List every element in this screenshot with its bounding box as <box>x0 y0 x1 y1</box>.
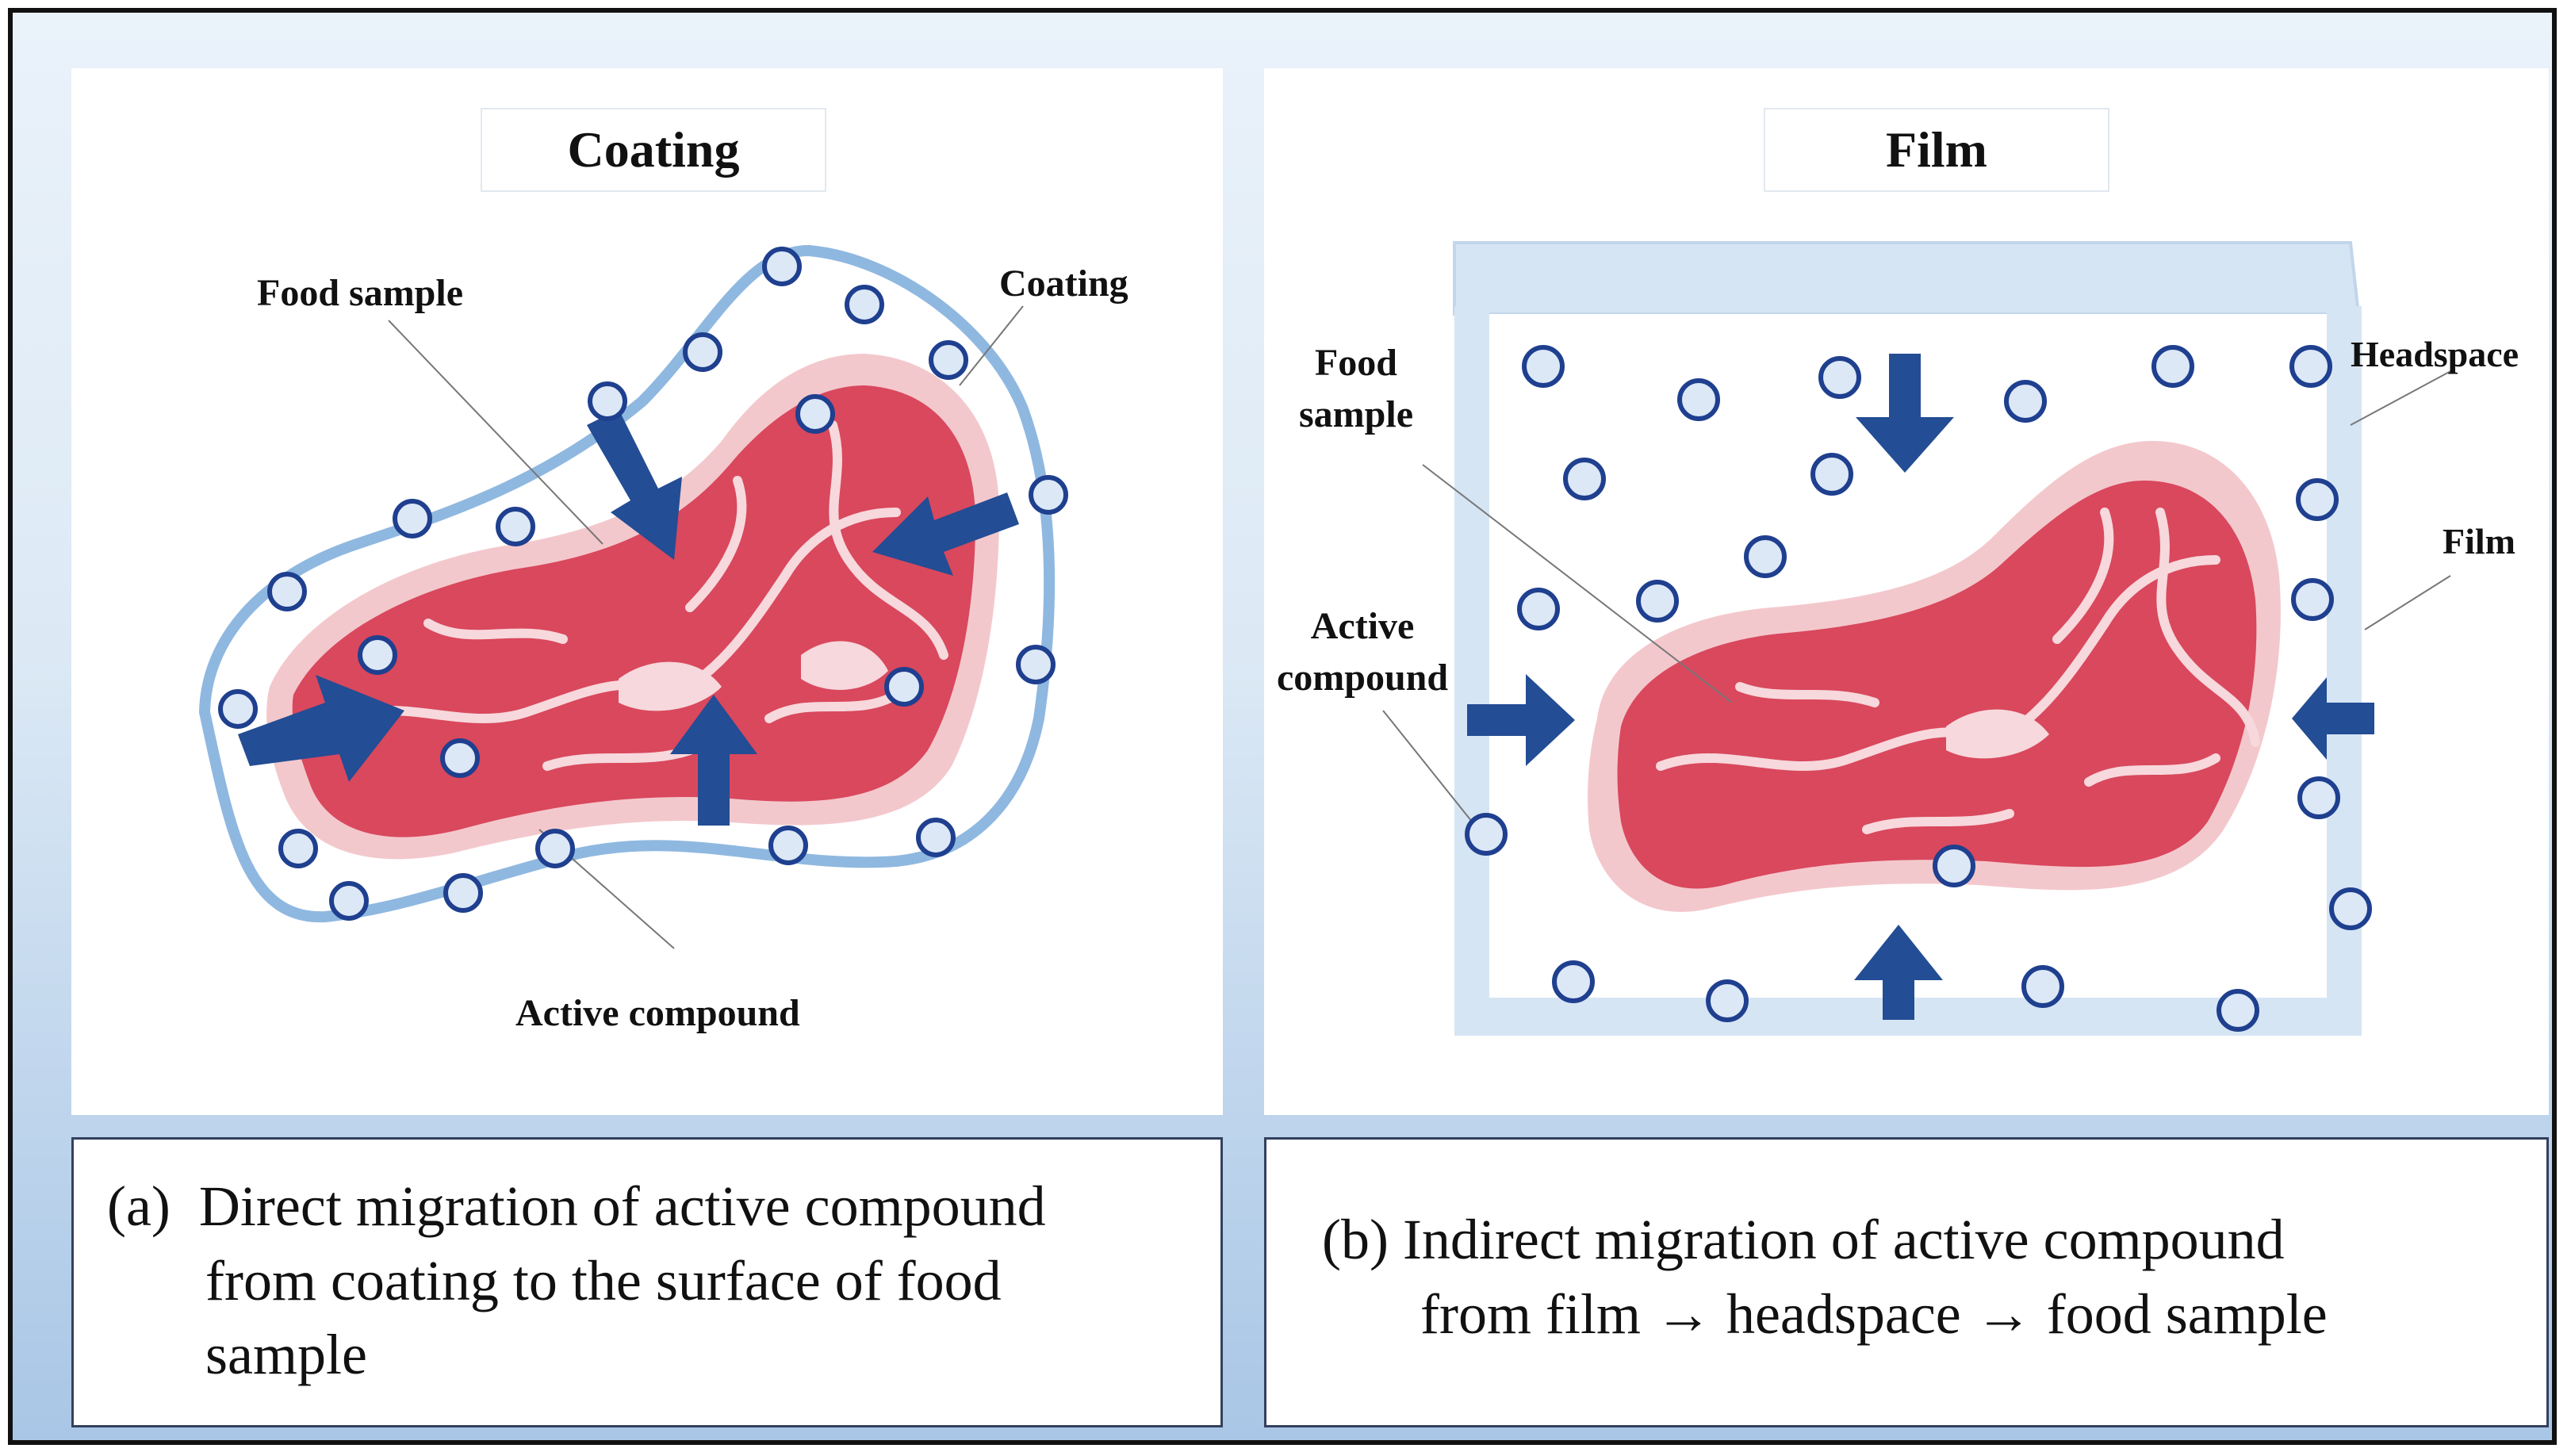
film-food-leader <box>1422 464 1733 703</box>
coating-label-active-compound: Active compound <box>515 992 800 1034</box>
film-diagram <box>1382 241 2454 1036</box>
film-film-leader <box>2364 575 2451 630</box>
coating-caption-prefix: (a) <box>107 1174 171 1238</box>
coating-caption-line-3: sample <box>205 1323 367 1387</box>
figure-frame: Coating <box>8 8 2557 1445</box>
coating-arrow-bottom <box>670 695 757 826</box>
coating-meat-fat-patch-2 <box>801 641 888 690</box>
film-arrow-top <box>1856 354 1954 473</box>
coating-compound-particles <box>218 247 1068 921</box>
film-label-active-compound: Active compound <box>1277 605 1449 699</box>
film-headspace-leader <box>2350 369 2454 426</box>
film-box-lid <box>1453 241 2361 316</box>
coating-food-leader <box>388 320 603 545</box>
film-caption: (b) Indirect migration of active compoun… <box>1264 1137 2549 1427</box>
film-label-food-sample: Food sample <box>1299 342 1413 435</box>
film-caption-line-2: from film → headspace → food sample <box>1420 1282 2328 1346</box>
coating-coating-leader <box>959 305 1024 386</box>
coating-caption-line-2: from coating to the surface of food <box>205 1248 1002 1312</box>
film-caption-line-1: Indirect migration of active compound <box>1402 1208 2285 1271</box>
film-arrow-bottom <box>1854 925 1943 1020</box>
coating-label-coating: Coating <box>999 262 1128 305</box>
film-panel: Film <box>1264 68 2549 1115</box>
film-panel-title: Film <box>1764 108 2109 192</box>
film-meat-marbling <box>1656 508 2260 834</box>
coating-meat-fat-patch <box>619 661 722 711</box>
coating-panel: Coating <box>71 68 1223 1115</box>
film-compound-leader <box>1382 710 1479 830</box>
coating-diagram <box>198 244 1068 949</box>
coating-arrow-left <box>238 675 404 782</box>
coating-arrow-top <box>587 409 682 560</box>
film-compound-particles <box>1465 345 2372 1032</box>
film-arrow-right <box>2292 677 2374 760</box>
coating-arrow-right <box>872 492 1019 576</box>
film-arrow-left <box>1467 674 1575 766</box>
coating-panel-title: Coating <box>481 108 826 192</box>
film-label-film: Film <box>2443 521 2515 561</box>
film-meat-fat-patch <box>1946 709 2049 759</box>
film-label-headspace: Headspace <box>2351 334 2519 374</box>
film-caption-prefix: (b) <box>1322 1208 1389 1271</box>
film-box-left-wall <box>1454 306 1489 1036</box>
coating-meat-body <box>292 385 975 837</box>
coating-caption-line-1: Direct migration of active compound <box>198 1174 1046 1238</box>
coating-label-food-sample: Food sample <box>257 272 464 314</box>
coating-caption: (a) Direct migration of active compound … <box>71 1137 1223 1427</box>
